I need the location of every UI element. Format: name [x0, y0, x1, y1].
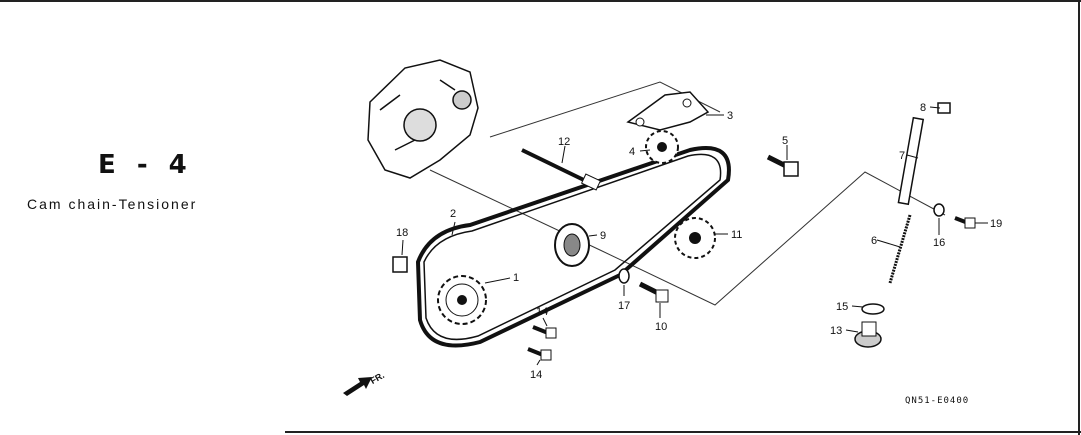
part-label: 19 [990, 218, 1002, 230]
bolt-5-image [766, 154, 799, 177]
small-sprocket-image [645, 130, 679, 164]
part-label: 2 [450, 208, 456, 220]
part-label: 8 [920, 102, 926, 114]
cam-chain-image [415, 146, 731, 348]
part-label: 17 [618, 300, 630, 312]
tensioner-arm-image [626, 91, 710, 131]
diagram-code: QN51-E0400 [905, 396, 970, 406]
dowel-pin-image [392, 256, 408, 273]
leader-lines [401, 106, 988, 366]
part-label: 18 [396, 227, 408, 239]
part-label: 6 [871, 235, 877, 247]
part-label: 3 [727, 110, 733, 122]
part-label: 16 [933, 237, 945, 249]
bolt-14-lower-image [527, 347, 552, 361]
bolt-10-image [638, 281, 669, 303]
washer-17-image [618, 268, 630, 284]
part-label: 4 [629, 146, 635, 158]
tensioner-spring-image [888, 214, 912, 284]
crank-sprocket-image [437, 275, 487, 325]
part-label: 5 [782, 135, 788, 147]
part-label: 14 [536, 306, 548, 318]
part-label: 14 [530, 369, 542, 381]
bolt-14-upper-image [532, 325, 557, 339]
part-label: 12 [558, 136, 570, 148]
section-title: Cam chain-Tensioner [27, 196, 198, 212]
tensioner-roller-image [554, 223, 590, 267]
bolt-19-image [954, 216, 976, 229]
tensioner-pushrod-image [897, 102, 951, 206]
section-code: E - 4 [98, 150, 193, 180]
washer-16-image [933, 203, 945, 217]
part-label: 7 [899, 150, 905, 162]
part-label: 11 [731, 229, 742, 241]
part-label: 9 [600, 230, 606, 242]
part-label: 15 [836, 301, 848, 313]
front-arrow-icon [343, 377, 372, 396]
sealing-bolt-image [854, 321, 882, 348]
guide-sprocket-image [674, 217, 716, 259]
tensioner-shaft-image [521, 148, 602, 191]
washer-15-image [861, 303, 885, 315]
crankcase-image [367, 59, 479, 179]
part-label: 13 [830, 325, 842, 337]
part-label: 10 [655, 321, 667, 333]
part-label: 1 [513, 272, 519, 284]
